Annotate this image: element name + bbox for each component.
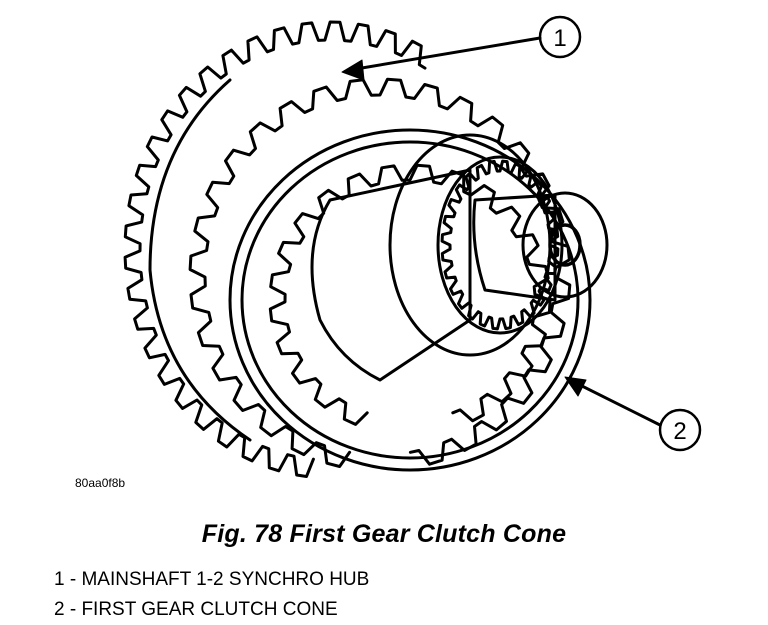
leader-arrow-1 [341,59,365,81]
legend-item-1: 1 - MAINSHAFT 1-2 SYNCHRO HUB [54,569,370,590]
outer-gear-teeth [123,20,427,478]
callout-circle-1 [538,15,582,59]
figure-caption: Fig. 78 First Gear Clutch Cone [201,520,567,548]
mainshaft-body [310,168,472,382]
legend-item-2: 2 - FIRST GEAR CLUTCH CONE [54,599,338,620]
callout-number-1: 1 [553,25,566,52]
gear-diagram: 1 2 80aa0f8b [75,15,702,490]
shaft-splines-outer [436,155,564,335]
clutch-cone-inner-ring [240,140,580,460]
leader-line-1 [348,36,542,72]
callout-number-2: 2 [673,418,686,445]
shaft-center-bore [548,223,582,267]
clutch-cone-outer-ring [228,128,592,472]
legend: 1 - MAINSHAFT 1-2 SYNCHRO HUB 2 - FIRST … [54,565,369,625]
callout-circle-2 [658,408,702,452]
back-gear-body [148,78,252,442]
shaft-splines [440,159,560,331]
shaft-end-face [521,191,609,299]
shaft-pilot [472,193,557,302]
gear-illustration: 1 2 80aa0f8b [75,15,702,490]
synchro-hub-teeth [188,77,572,468]
clutch-cone-teeth [268,163,552,426]
drawing-code: 80aa0f8b [75,476,125,490]
leader-arrow-2 [564,376,587,397]
leader-line-2 [568,378,662,427]
